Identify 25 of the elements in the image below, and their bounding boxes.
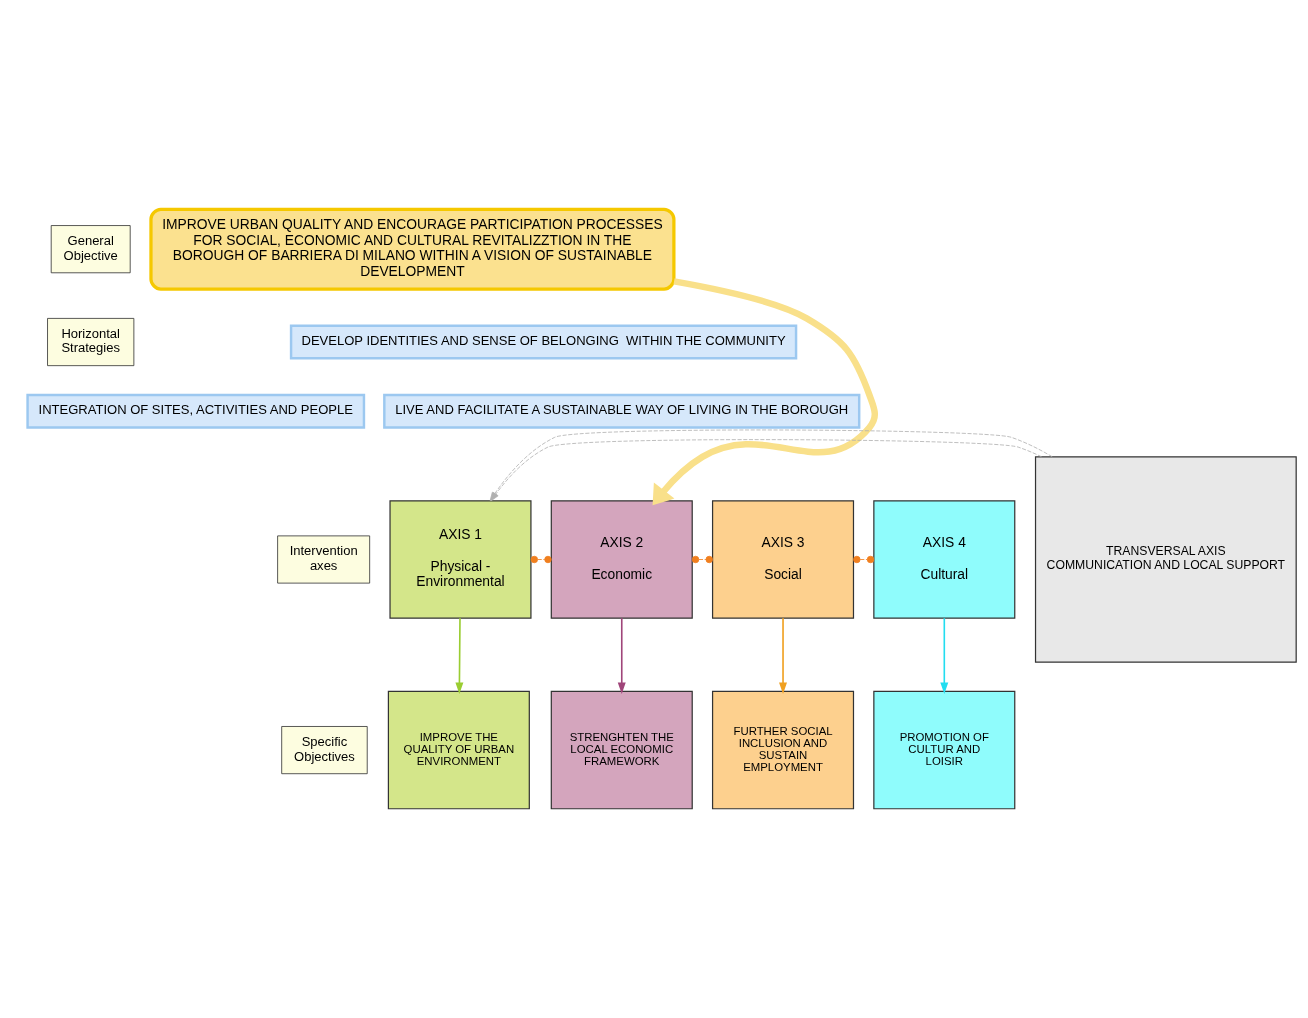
node-box: FURTHER SOCIAL INCLUSION AND SUSTAIN EMPLOYMENT	[711, 690, 855, 810]
connector	[530, 555, 552, 564]
arrow	[652, 278, 878, 506]
arrow	[779, 617, 788, 694]
arrow	[455, 617, 464, 694]
node-box: LIVE AND FACILITATE A SUSTAINABLE WAY OF LIVING IN THE BOROUGH	[383, 393, 861, 429]
node-box: STRENGHTEN THE LOCAL ECONOMIC FRAMEWORK	[550, 690, 693, 810]
node-box: AXIS 3 Social	[711, 500, 855, 619]
connector	[691, 555, 713, 564]
node-box: PROMOTION OF CULTUR AND LOISIR	[873, 690, 1016, 810]
node-box: TRANSVERSAL AXIS COMMUNICATION AND LOCAL SUPPORT	[1034, 456, 1297, 663]
node-box: General Objective	[50, 225, 131, 274]
node-box: Horizontal Strategies	[47, 318, 135, 367]
node-box: DEVELOP IDENTITIES AND SENSE OF BELONGING WITHIN THE COMMUNITY	[289, 324, 798, 360]
node-box: IMPROVE URBAN QUALITY AND ENCOURAGE PARTICIPATION PROCESSES FOR SOCIAL, ECONOMIC AND CULTURAL REVITALIZZTION IN THE BOROUGH OF BARRIERA DI MILANO WITHIN A VISION OF SUSTAINABLE DEVELOPMENT	[149, 207, 676, 291]
node-box: IMPROVE THE QUALITY OF URBAN ENVIRONMENT	[387, 690, 530, 810]
node-box: AXIS 4 Cultural	[873, 500, 1016, 619]
node-box: Specific Objectives	[281, 726, 368, 775]
node-box: INTEGRATION OF SITES, ACTIVITIES AND PEOPLE	[26, 393, 366, 429]
arrow	[617, 617, 626, 694]
node-box: Intervention axes	[277, 535, 371, 584]
connector	[853, 555, 875, 564]
arrow	[940, 617, 949, 694]
node-box: AXIS 1 Physical - Environmental	[389, 500, 532, 619]
node-box: AXIS 2 Economic	[550, 500, 693, 619]
